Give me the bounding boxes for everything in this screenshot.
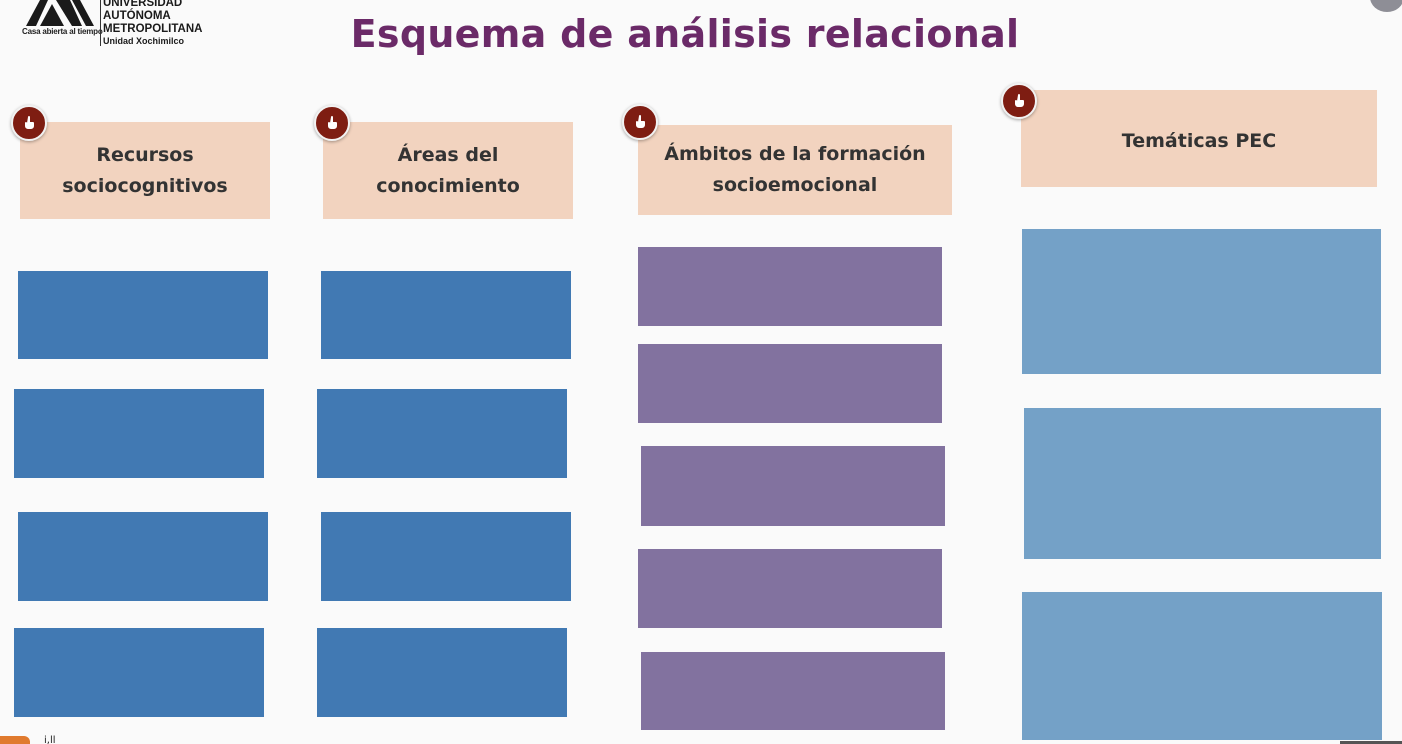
header-line: conocimiento xyxy=(376,174,520,197)
slot-ambitos-4[interactable] xyxy=(638,549,942,628)
slot-ambitos-1[interactable] xyxy=(638,247,942,326)
slot-tematicas-3[interactable] xyxy=(1022,592,1382,740)
slot-tematicas-2[interactable] xyxy=(1024,408,1381,559)
slot-areas-4[interactable] xyxy=(317,628,567,717)
slot-ambitos-3[interactable] xyxy=(641,446,945,526)
slot-recursos-3[interactable] xyxy=(18,512,268,601)
header-line: Temáticas PEC xyxy=(1121,130,1277,152)
logo-motto: Casa abierta al tiempo xyxy=(22,27,103,36)
click-badge-tematicas[interactable] xyxy=(1001,83,1037,119)
header-line: socioemocional xyxy=(712,174,878,196)
click-badge-areas[interactable] xyxy=(314,105,350,141)
pointer-click-icon xyxy=(636,115,645,128)
corner-avatar[interactable] xyxy=(1370,0,1402,12)
click-badge-ambitos[interactable] xyxy=(622,104,658,140)
taskbar-fragment xyxy=(0,736,30,744)
slot-ambitos-5[interactable] xyxy=(641,652,945,730)
slot-areas-3[interactable] xyxy=(321,512,571,601)
page-title: Esquema de análisis relacional xyxy=(350,12,1020,56)
logo-divider xyxy=(100,0,101,46)
header-line: sociocognitivos xyxy=(62,174,228,197)
pointer-click-icon xyxy=(25,116,34,129)
header-recursos-sociocognitivos: Recursos sociocognitivos xyxy=(20,122,270,219)
pointer-click-icon xyxy=(328,116,337,129)
slot-ambitos-2[interactable] xyxy=(638,344,942,423)
pointer-click-icon xyxy=(1015,94,1024,107)
click-badge-recursos[interactable] xyxy=(11,105,47,141)
slot-areas-1[interactable] xyxy=(321,271,571,359)
logo-line-metropolitana: METROPOLITANA xyxy=(103,23,203,35)
uam-logo-mark-icon xyxy=(26,0,94,26)
slot-recursos-1[interactable] xyxy=(18,271,268,359)
logo-line-unidad: Unidad Xochimilco xyxy=(103,36,185,46)
header-ambitos-socioemocional: Ámbitos de la formación socioemocional xyxy=(638,125,952,215)
logo-line-universidad: UNIVERSIDAD xyxy=(103,0,183,9)
logo-wordmark: UNIVERSIDAD AUTÓNOMA METROPOLITANA Unida… xyxy=(103,0,202,47)
bottom-text-fragment: i,ll xyxy=(44,735,56,744)
header-line: Ámbitos de la formación xyxy=(664,143,926,165)
slot-tematicas-1[interactable] xyxy=(1022,229,1381,374)
slot-recursos-4[interactable] xyxy=(14,628,264,717)
header-line: Áreas del xyxy=(397,143,499,166)
header-areas-conocimiento: Áreas del conocimiento xyxy=(323,122,573,219)
header-tematicas-pec: Temáticas PEC xyxy=(1021,90,1377,187)
scrollbar-fragment xyxy=(1340,741,1402,744)
header-line: Recursos xyxy=(96,143,194,166)
logo-line-autonoma: AUTÓNOMA xyxy=(103,10,171,22)
uam-logo: Casa abierta al tiempo UNIVERSIDAD AUTÓN… xyxy=(22,0,202,52)
slot-areas-2[interactable] xyxy=(317,389,567,478)
slot-recursos-2[interactable] xyxy=(14,389,264,478)
